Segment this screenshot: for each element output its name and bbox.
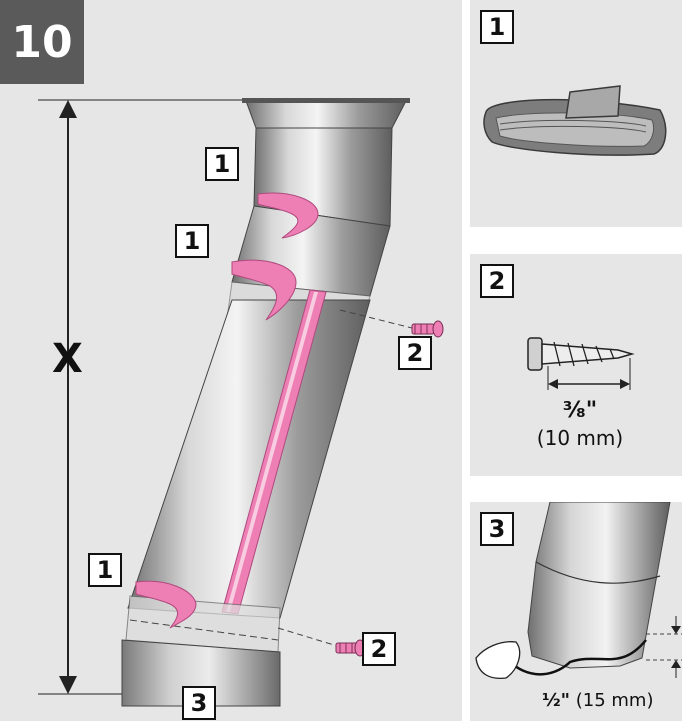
callout-tape-lower: 1 [88, 553, 122, 587]
step-number-badge: 10 [0, 0, 84, 84]
callout-screw-lower: 2 [362, 632, 396, 666]
callout-tape-middle: 1 [175, 224, 209, 258]
top-collar-rim [242, 98, 410, 103]
screw-detail-icon [527, 337, 635, 390]
screw-panel: 2 ³⁄₈" (10 mm) [470, 254, 682, 476]
screw-length-metric: (10 mm) [536, 426, 624, 450]
tape-wrap-lower [135, 580, 197, 629]
tape-wrap-upper [257, 192, 319, 239]
pipe-end [527, 502, 671, 669]
tape-panel: 1 [470, 0, 682, 227]
callout-bottom: 3 [182, 686, 216, 720]
callout-tape-upper: 1 [205, 147, 239, 181]
panel-3-number: 3 [480, 512, 514, 546]
screw-length-imperial: ³⁄₈" [562, 398, 598, 423]
height-dimension-label: X [52, 336, 83, 382]
overlap-dimension-metric: (15 mm) [570, 690, 654, 711]
screw-icon-lower [335, 639, 366, 657]
arrow-down-icon [59, 676, 77, 694]
screw-icon-upper [411, 320, 444, 338]
hand-icon [475, 641, 521, 680]
bottom-pipe-section [121, 639, 281, 707]
panel-2-number: 2 [480, 264, 514, 298]
main-diagram-panel: 10 X 1 1 1 2 2 3 [0, 0, 462, 721]
top-collar [245, 100, 407, 129]
panel-1-number: 1 [480, 10, 514, 44]
overlap-dimension: ½" (15 mm) [542, 690, 682, 711]
arrow-up-icon [59, 100, 77, 118]
pipe-illustration [38, 98, 444, 707]
string [499, 639, 647, 676]
tape-wrap-middle [231, 259, 297, 321]
callout-screw-upper: 2 [398, 336, 432, 370]
overlap-dimension-imperial: ½" [542, 690, 571, 711]
overlap-detail-illustration [475, 502, 682, 680]
tape-roll-icon [483, 85, 667, 156]
overlap-panel: 3 ½" (15 mm) [470, 502, 682, 721]
